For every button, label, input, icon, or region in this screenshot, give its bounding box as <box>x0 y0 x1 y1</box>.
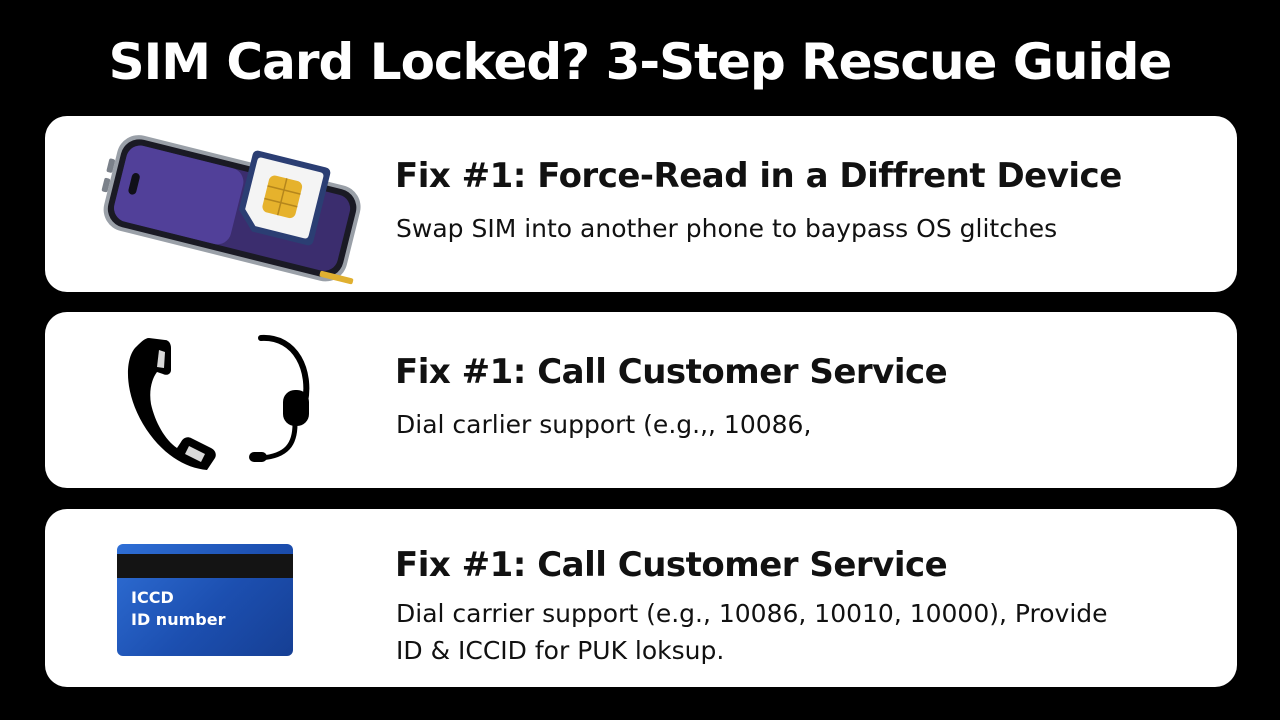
fix-description-line: ID & ICCID for PUK loksup. <box>396 636 725 665</box>
magnetic-stripe <box>117 554 293 578</box>
id-card-text: ID number <box>131 610 226 629</box>
page-title: SIM Card Locked? 3-Step Rescue Guide <box>108 33 1173 91</box>
phone-with-sim-card-icon <box>101 135 361 285</box>
id-card-text: ICCD <box>131 588 174 607</box>
fix-description: Dial carrier support (e.g., 10086, 10010… <box>396 595 1108 669</box>
fix-description-line: Dial carrier support (e.g., 10086, 10010… <box>396 599 1108 628</box>
fix-heading: Fix #1: Call Customer Service <box>395 352 948 392</box>
fix-description-line: Dial carlier support (e.g.,, 10086, <box>396 410 812 439</box>
phone-headset-icon <box>127 334 310 470</box>
fix-card-3: ICCD ID number Fix #1: Call Customer Ser… <box>45 509 1237 687</box>
fix-description-line: Swap SIM into another phone to baypass O… <box>396 214 1058 243</box>
id-card-icon: ICCD ID number <box>117 544 293 656</box>
fix-heading: Fix #1: Call Customer Service <box>395 545 948 585</box>
fix-card-1: Fix #1: Force-Read in a Diffrent Device … <box>45 116 1237 292</box>
fix-card-2: Fix #1: Call Customer Service Dial carli… <box>45 312 1237 488</box>
fix-heading: Fix #1: Force-Read in a Diffrent Device <box>395 156 1122 196</box>
